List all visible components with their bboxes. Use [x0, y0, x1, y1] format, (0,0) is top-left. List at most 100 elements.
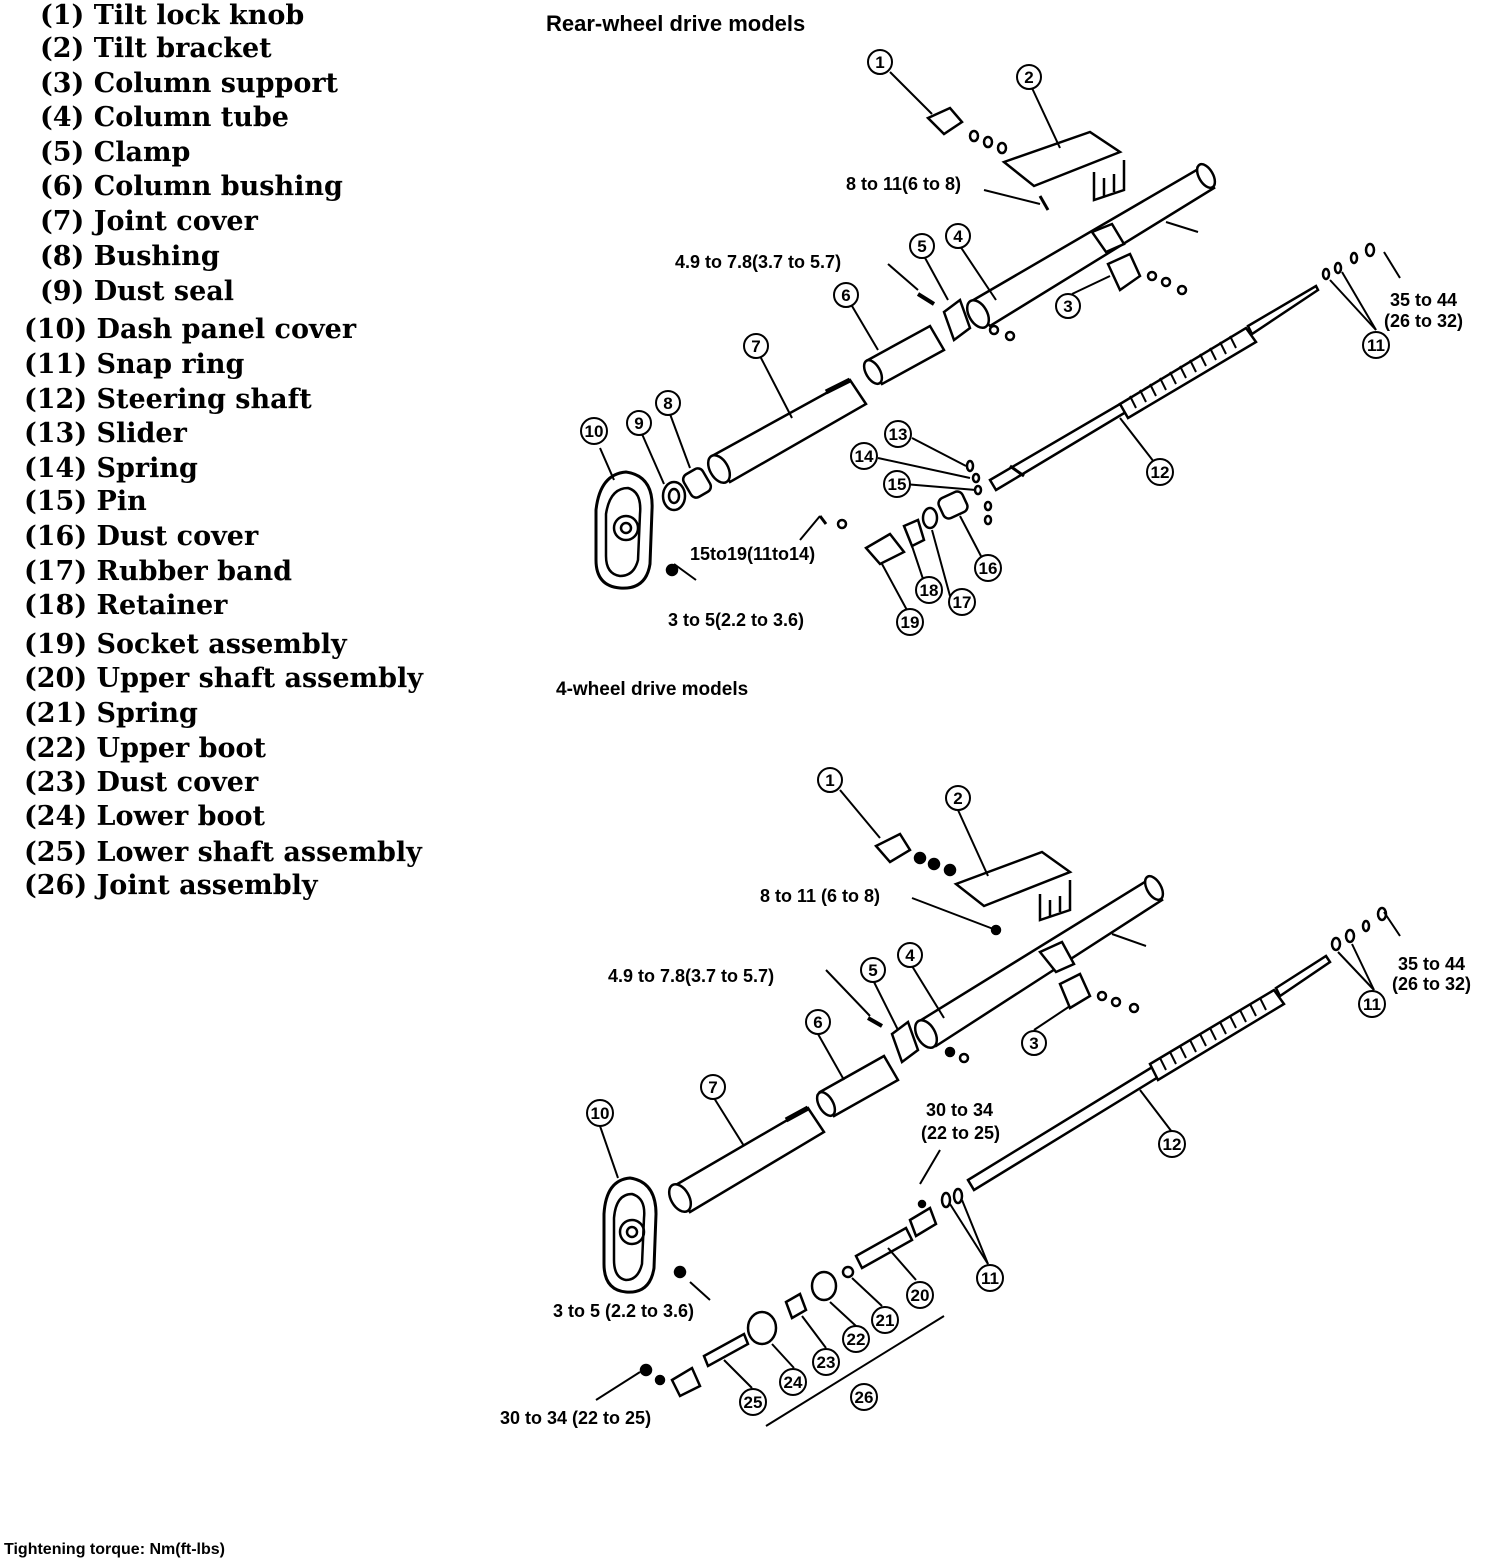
rwd-callout-17: 17: [948, 588, 976, 616]
rwd-callout-10: 10: [580, 417, 608, 445]
legend-item: (8) Bushing: [40, 241, 220, 272]
rwd-torque-top-b: (26 to 32): [1384, 311, 1463, 331]
rwd-steering-shaft: [988, 284, 1320, 492]
svg-text:2: 2: [953, 789, 962, 808]
svg-text:3: 3: [1063, 297, 1072, 316]
rwd-callout-8: 8: [655, 390, 681, 416]
rwd-leader-lines: [599, 71, 1401, 613]
legend-label: Dash panel cover: [96, 314, 357, 345]
legend-item: (12) Steering shaft: [24, 384, 312, 415]
legend-label: Dust cover: [96, 521, 259, 552]
svg-text:12: 12: [1163, 1135, 1182, 1154]
svg-text:6: 6: [841, 286, 850, 305]
legend-label: Tilt lock knob: [93, 0, 305, 31]
svg-text:7: 7: [751, 337, 760, 356]
legend-number: (17): [24, 556, 88, 587]
svg-text:14: 14: [855, 447, 874, 466]
fwd-torque-joint-b: (22 to 25): [921, 1123, 1000, 1143]
rwd-callout-14: 14: [850, 442, 878, 470]
legend-item: (5) Clamp: [40, 137, 190, 168]
rwd-callout-13: 13: [884, 420, 912, 448]
svg-text:1: 1: [875, 53, 884, 72]
legend-label: Dust seal: [93, 276, 234, 307]
legend-label: Tilt bracket: [93, 33, 272, 64]
rwd-snap-rings: [1321, 242, 1376, 281]
legend-item: (10) Dash panel cover: [24, 314, 356, 345]
fwd-callout-23: 23: [812, 1348, 840, 1376]
legend-label: Lower shaft assembly: [96, 837, 422, 868]
fwd-callout-20: 20: [906, 1281, 934, 1309]
rwd-torque-top-a: 35 to 44: [1390, 290, 1457, 310]
rwd-callout-19: 19: [896, 608, 924, 636]
legend-item: (14) Spring: [24, 453, 198, 484]
rwd-callout-1: 1: [867, 49, 893, 75]
fwd-callout-6: 6: [805, 1009, 831, 1035]
fwd-callout-11-upper: 11: [1358, 990, 1386, 1018]
fwd-snap-rings: [940, 906, 1388, 1209]
svg-text:10: 10: [585, 422, 604, 441]
rwd-callouts: 1 2 3 4 5 6 7 8 9 10 11 12 13 14 15 16 1…: [580, 49, 1390, 636]
legend-label: Joint assembly: [96, 870, 318, 901]
fwd-tilt-lock-knob: [873, 832, 957, 877]
fwd-callout-21: 21: [871, 1306, 899, 1334]
legend-item: (13) Slider: [24, 418, 187, 449]
legend-label: Column tube: [93, 102, 289, 133]
svg-text:26: 26: [855, 1388, 874, 1407]
legend-label: Clamp: [93, 137, 191, 168]
legend-number: (21): [24, 698, 88, 729]
legend-number: (19): [24, 629, 88, 660]
legend-number: (20): [24, 663, 88, 694]
svg-text:18: 18: [920, 581, 939, 600]
svg-text:2: 2: [1024, 68, 1033, 87]
rwd-callout-16: 16: [974, 554, 1002, 582]
legend-item: (17) Rubber band: [24, 556, 292, 587]
legend-item: (1) Tilt lock knob: [40, 0, 304, 31]
fwd-torque-tilt: 8 to 11 (6 to 8): [760, 886, 880, 906]
rwd-torque-clamp: 4.9 to 7.8(3.7 to 5.7): [675, 252, 841, 272]
rwd-callout-18: 18: [915, 576, 943, 604]
fwd-callout-10: 10: [586, 1099, 614, 1127]
svg-text:12: 12: [1151, 463, 1170, 482]
svg-text:8: 8: [663, 394, 672, 413]
rwd-torque-tilt: 8 to 11(6 to 8): [846, 174, 961, 194]
svg-text:22: 22: [847, 1330, 866, 1349]
fwd-column-bushing: [815, 1054, 900, 1118]
fwd-steering-shaft: [966, 954, 1332, 1192]
legend-label: Upper shaft assembly: [96, 663, 423, 694]
legend-label: Spring: [96, 698, 198, 729]
fwd-callout-25: 25: [739, 1388, 767, 1416]
fwd-callout-5: 5: [860, 957, 886, 983]
legend-item: (7) Joint cover: [40, 206, 258, 237]
rwd-callout-6: 6: [833, 282, 859, 308]
legend-item: (15) Pin: [24, 486, 147, 517]
legend-number: (8): [40, 241, 85, 272]
legend-item: (21) Spring: [24, 698, 198, 729]
legend-label: Pin: [96, 486, 147, 517]
legend-label: Dust cover: [96, 767, 259, 798]
svg-text:24: 24: [784, 1373, 803, 1392]
legend-number: (7): [40, 206, 85, 237]
fwd-torque-joint-a: 30 to 34: [926, 1100, 993, 1120]
legend-item: (20) Upper shaft assembly: [24, 663, 423, 694]
fwd-callout-26: 26: [850, 1383, 878, 1411]
fwd-title: 4-wheel drive models: [556, 679, 749, 700]
fwd-column-tube: [913, 874, 1165, 1049]
legend-number: (3): [40, 68, 85, 99]
rwd-callout-5: 5: [909, 233, 935, 259]
rwd-column-bushing: [862, 324, 946, 386]
legend-label: Retainer: [96, 590, 228, 621]
rwd-column-support: [1106, 252, 1188, 296]
fwd-dash-panel-cover: [602, 1176, 687, 1294]
legend-label: Spring: [96, 453, 198, 484]
fwd-callouts: 1 2 3 4 5 6 7 10 11 11 12 20 21 22 23 24…: [586, 767, 1386, 1416]
legend-label: Column bushing: [93, 171, 343, 202]
fwd-callout-2: 2: [945, 785, 971, 811]
svg-text:11: 11: [1367, 336, 1385, 355]
rwd-callout-15: 15: [883, 470, 911, 498]
rwd-dash-panel-cover: [594, 470, 679, 590]
legend-number: (12): [24, 384, 88, 415]
fwd-torque-top-b: (26 to 32): [1392, 974, 1471, 994]
legend-item: (3) Column support: [40, 68, 338, 99]
legend-item: (4) Column tube: [40, 102, 289, 133]
